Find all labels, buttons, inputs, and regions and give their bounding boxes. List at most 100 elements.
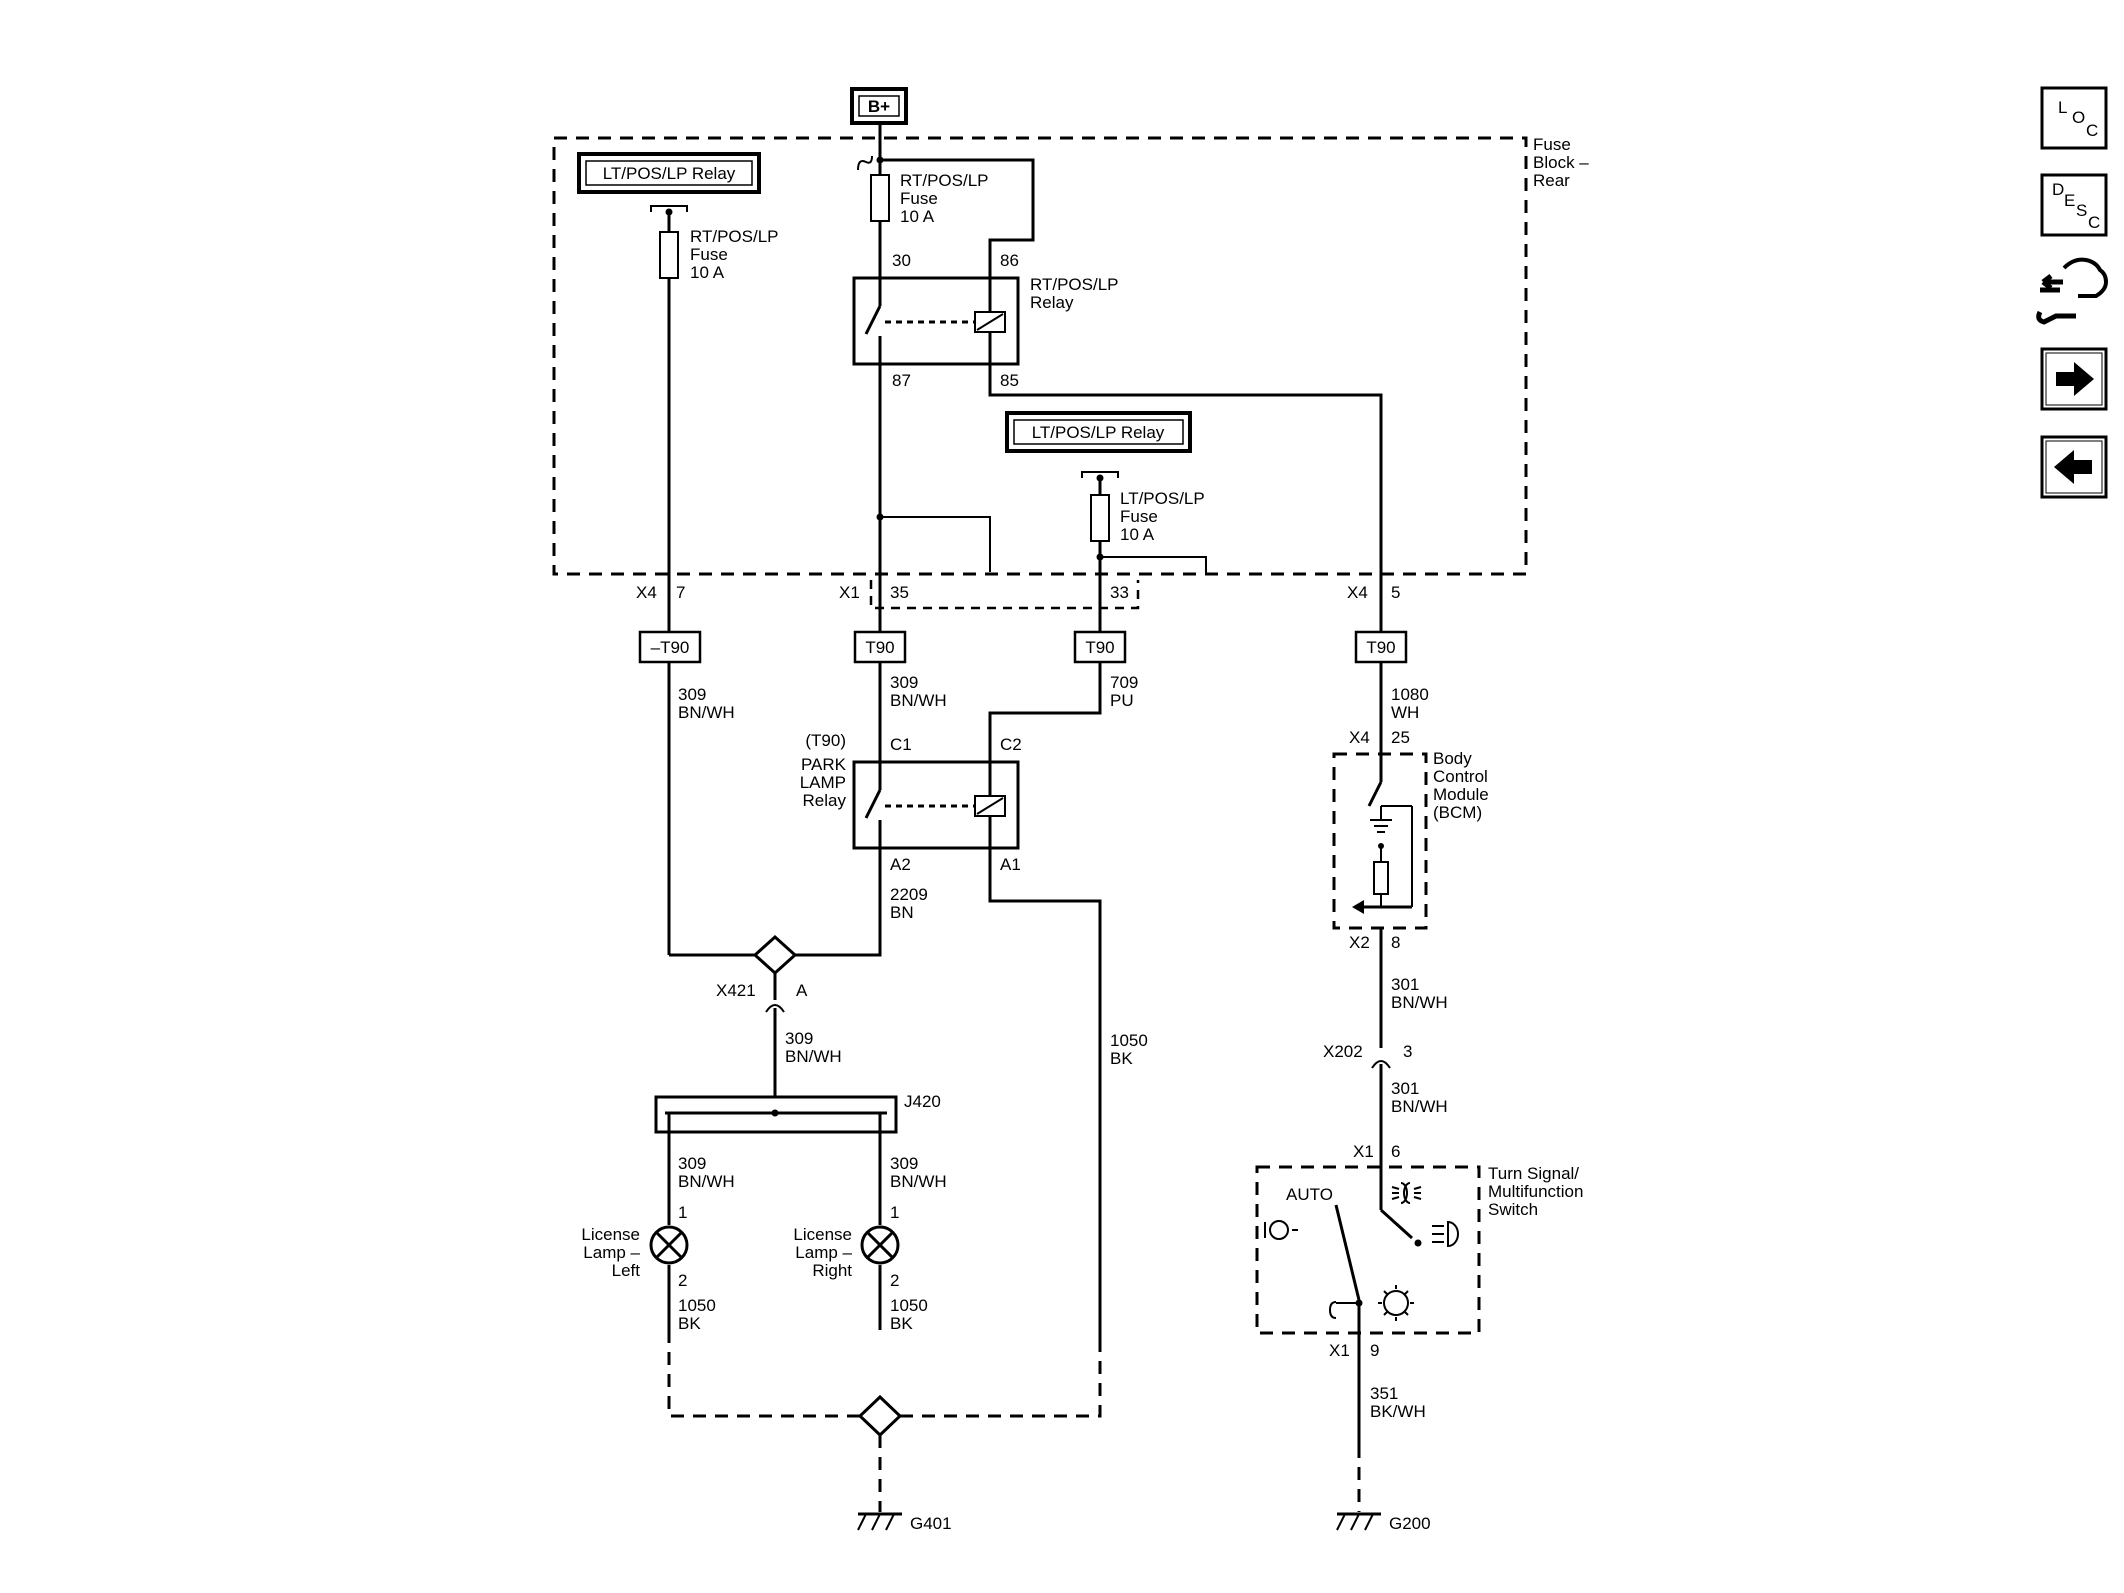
fuse-block-outline	[552, 136, 1528, 576]
svg-text:30: 30	[892, 251, 911, 270]
svg-text:G401: G401	[910, 1514, 952, 1533]
description-button[interactable]: D E S C	[2040, 173, 2108, 237]
svg-text:BN/WH: BN/WH	[785, 1047, 842, 1066]
park-relay-pins: C1 C2 A2 A1	[890, 735, 1022, 874]
svg-text:85: 85	[1000, 371, 1019, 390]
previous-arrow-button[interactable]	[2040, 435, 2108, 499]
svg-text:1050: 1050	[890, 1296, 928, 1315]
wire-309-bnwh-right: 309 BN/WH	[890, 1154, 947, 1191]
svg-text:8: 8	[1391, 933, 1400, 952]
fuse-block-label: Fuse Block – Rear	[1533, 135, 1589, 190]
svg-text:301: 301	[1391, 975, 1419, 994]
svg-text:Body: Body	[1433, 749, 1472, 768]
arrow-right-icon	[2056, 362, 2094, 396]
connector-x4-left: X4 7	[636, 583, 685, 602]
bcm-resistor	[1373, 861, 1389, 895]
x202-label: X202 3	[1323, 1042, 1412, 1061]
battery-source: B+	[850, 87, 908, 125]
wire-301-bnwh-a: 301 BN/WH	[1391, 975, 1448, 1012]
svg-text:BN/WH: BN/WH	[890, 1172, 947, 1191]
bcm-label: Body Control Module (BCM)	[1433, 749, 1489, 822]
splice-diamond-top	[752, 934, 798, 976]
park-relay-label: (T90) PARK LAMP Relay	[800, 731, 847, 810]
svg-text:BK: BK	[1110, 1049, 1133, 1068]
svg-text:Module: Module	[1433, 785, 1489, 804]
light-sensor-icon	[1378, 1285, 1414, 1321]
svg-text:9: 9	[1370, 1341, 1379, 1360]
svg-text:D: D	[2052, 180, 2064, 199]
svg-text:351: 351	[1370, 1384, 1398, 1403]
wire-309-bnwh-c: 309 BN/WH	[785, 1029, 842, 1066]
lamp-left-pin1: 1	[678, 1203, 687, 1222]
svg-text:RT/POS/LP: RT/POS/LP	[690, 227, 779, 246]
svg-text:1050: 1050	[1110, 1031, 1148, 1050]
rt-relay-label: RT/POS/LP Relay	[1030, 275, 1119, 312]
svg-text:PARK: PARK	[801, 755, 847, 774]
svg-text:Relay: Relay	[803, 791, 847, 810]
wire-1050-bk-long: 1050 BK	[1110, 1031, 1148, 1068]
svg-text:Relay: Relay	[1030, 293, 1074, 312]
ground-g200: G200	[1336, 1512, 1431, 1533]
wire-309-bnwh-a: 309 BN/WH	[678, 685, 735, 722]
svg-text:BN: BN	[890, 903, 914, 922]
bplus-bus-tap	[857, 155, 873, 171]
svg-text:X1: X1	[1329, 1341, 1350, 1360]
wire-2209-bn: 2209 BN	[890, 885, 928, 922]
svg-text:Rear: Rear	[1533, 171, 1570, 190]
wire-1050-bk-right: 1050 BK	[890, 1296, 928, 1333]
svg-text:1080: 1080	[1391, 685, 1429, 704]
svg-text:PU: PU	[1110, 691, 1134, 710]
svg-text:X4: X4	[636, 583, 657, 602]
bcm-bottom-conn: X2 8	[1349, 933, 1400, 952]
svg-text:309: 309	[890, 673, 918, 692]
svg-text:BN/WH: BN/WH	[890, 691, 947, 710]
svg-text:25: 25	[1391, 728, 1410, 747]
lamp-right-pin1: 1	[890, 1203, 899, 1222]
svg-text:(BCM): (BCM)	[1433, 803, 1482, 822]
j420-splice-pack	[654, 1095, 898, 1134]
wire-1080-wh: 1080 WH	[1391, 685, 1429, 722]
license-lamp-left-label: License Lamp – Left	[581, 1225, 640, 1280]
vehicle-service-button[interactable]	[2036, 257, 2109, 325]
switch-bottom-conn: X1 9	[1329, 1341, 1379, 1360]
lt-pos-lp-relay-callout-left: LT/POS/LP Relay	[577, 152, 761, 194]
svg-text:B+: B+	[868, 97, 890, 116]
svg-text:C2: C2	[1000, 735, 1022, 754]
x202-connector	[1371, 1060, 1391, 1069]
lt-pos-lp-fuse-middle	[1090, 494, 1110, 542]
svg-text:X4: X4	[1347, 583, 1368, 602]
svg-text:BN/WH: BN/WH	[678, 1172, 735, 1191]
svg-text:5: 5	[1391, 583, 1400, 602]
location-button[interactable]: L O C	[2040, 86, 2108, 150]
wire-301-bnwh-b: 301 BN/WH	[1391, 1079, 1448, 1116]
connector-pin-33: 33	[1110, 583, 1129, 602]
svg-text:X1: X1	[839, 583, 860, 602]
svg-text:L: L	[2058, 98, 2067, 117]
connector-x4-right: X4 5	[1347, 583, 1400, 602]
svg-text:WH: WH	[1391, 703, 1419, 722]
switch-auto-label: AUTO	[1286, 1185, 1333, 1204]
headlamp-icon	[1432, 1220, 1459, 1248]
lamp-right-pin2: 2	[890, 1271, 899, 1290]
next-arrow-button[interactable]	[2040, 347, 2108, 411]
park-lamp-icon	[1264, 1220, 1298, 1240]
svg-text:Turn Signal/: Turn Signal/	[1488, 1164, 1579, 1183]
svg-text:Multifunction: Multifunction	[1488, 1182, 1583, 1201]
svg-text:Fuse: Fuse	[1533, 135, 1571, 154]
svg-text:Fuse: Fuse	[1120, 507, 1158, 526]
svg-text:(T90): (T90)	[805, 731, 846, 750]
svg-text:2209: 2209	[890, 885, 928, 904]
svg-text:–T90: –T90	[651, 638, 690, 657]
svg-text:Switch: Switch	[1488, 1200, 1538, 1219]
ground-g401: G401	[857, 1512, 952, 1533]
svg-text:LT/POS/LP Relay: LT/POS/LP Relay	[1032, 423, 1165, 442]
license-lamp-right	[860, 1225, 900, 1265]
svg-text:BN/WH: BN/WH	[1391, 993, 1448, 1012]
svg-text:A1: A1	[1000, 855, 1021, 874]
svg-text:LT/POS/LP: LT/POS/LP	[1120, 489, 1205, 508]
license-lamp-left	[649, 1225, 689, 1265]
park-lamp-relay	[852, 760, 1020, 850]
rt-relay-pins: 30 86 87 85	[892, 251, 1019, 390]
x421-connector	[765, 1004, 785, 1013]
